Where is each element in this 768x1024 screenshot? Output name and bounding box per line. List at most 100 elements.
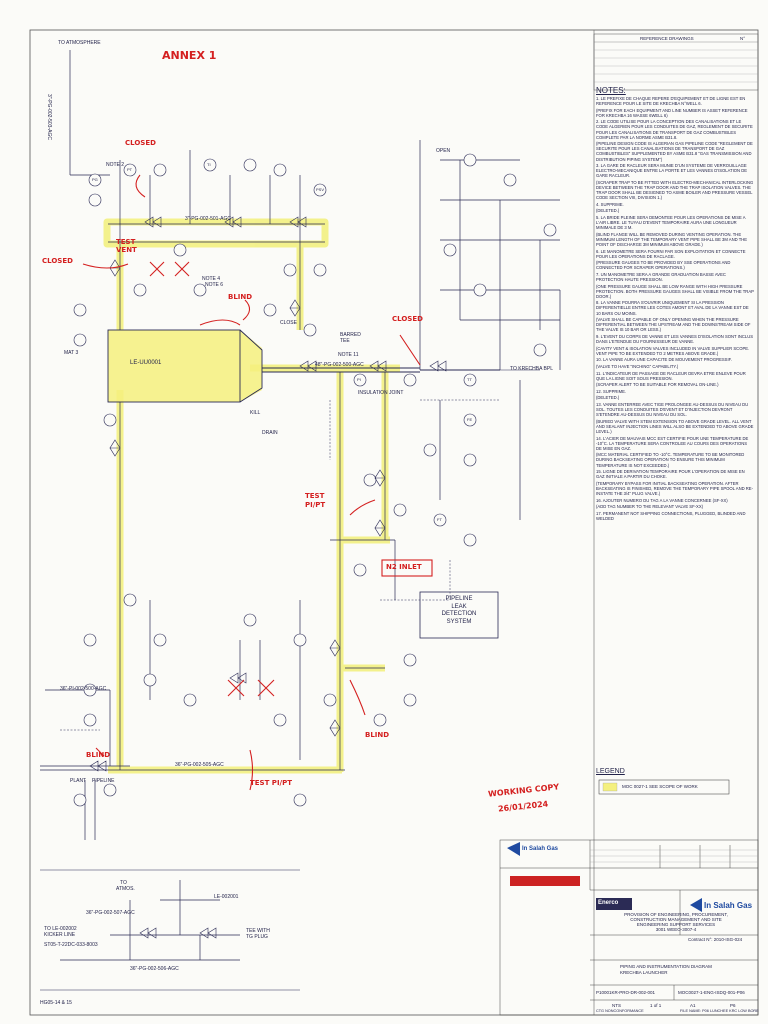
close-label: CLOSE <box>280 320 297 326</box>
title-block-frame <box>499 839 759 1016</box>
note-14: 14. L'ACIER DE MAUVAIS MCC EST CERTIFIE … <box>596 435 749 451</box>
kill-label: KILL <box>250 410 261 416</box>
detail-line-2: 36"-PG-002-506-AGC <box>130 966 179 972</box>
company-doc-no: MOC0027-1-ENG-ISDQ-001-P06 <box>678 990 745 995</box>
n2-inlet-annotation: N2 INLET <box>386 563 422 571</box>
note-3: 3. LA GARE DE RACLEUR SERA MUNIE D'UN SY… <box>596 163 748 179</box>
note-11: 11. L'INDICATEUR DE PASSAGE DE RACLEUR D… <box>596 370 746 381</box>
contract-line-1: PROVISION OF ENGINEERING, PROCUREMENT, <box>624 912 728 917</box>
instrument-bubbles <box>73 153 557 807</box>
note-16: 16. AJOUTER NUMERO DU TAG A LA VANNE CON… <box>596 497 728 503</box>
input-line-label: 36"-PI-002-500-AGC <box>60 686 107 692</box>
note-3-en: (SCRAPER TRAP TO BE FITTED WITH ELECTRO-… <box>596 179 754 201</box>
leak-detection-box <box>419 591 499 639</box>
note-5: 5. LA BRIDE PLEINE SERA DEMONTEE POUR LE… <box>596 214 746 231</box>
note-12: 12. SUPPRIME. <box>596 388 627 394</box>
note-2-en: (PIPELINE DESIGN CODE IS ALGERIAN GAS PI… <box>596 141 753 162</box>
contract-number: Contract N°: 2010-ISG-024 <box>688 937 743 942</box>
detail-line-1: 36"-PG-002-507-AGC <box>86 910 135 916</box>
barred-tee-label: BARRED TEE <box>340 332 361 344</box>
signal-lines <box>60 399 500 731</box>
rev-value: P6 <box>730 1003 736 1008</box>
client-logo-text: In Salah Gas <box>522 846 559 852</box>
note-5-en: (BLIND FLANGE WILL BE REMOVED DURING VEN… <box>596 231 748 247</box>
plant-label: PLANT <box>70 778 87 784</box>
leak-detection-line-2: LEAK <box>451 603 467 610</box>
note-4: 4. SUPPRIME. <box>596 201 624 207</box>
tag-pt: PT <box>127 167 133 172</box>
contract-line-4: 3001 WEEO-3007-4 <box>655 927 697 932</box>
sheet-border <box>29 29 759 1016</box>
legend-item: MOC 0027-1 SEE SCOPE OF WORK <box>622 784 698 789</box>
contractor-doc-no: P10001KR-PRO-DR-002-001 <box>596 990 656 995</box>
in-salah-gas-logo-mark <box>507 842 520 856</box>
line-bottom-label: 36"-PG-002-505-AGC <box>175 762 224 768</box>
reference-drawings-box <box>593 33 759 91</box>
valves <box>89 216 447 939</box>
contract-description: PROVISION OF ENGINEERING, PROCUREMENT, C… <box>594 912 758 932</box>
line-left-label: 3"-PG-002-503-AGC <box>46 94 52 140</box>
scale-value: NTS <box>612 1003 621 1008</box>
note-1: 1. LE PREFIXE DE CHAQUE REPERE D'EQUIPEM… <box>596 96 746 107</box>
legend-swatch <box>602 782 618 792</box>
note-6-label: NOTE 6 <box>205 282 224 288</box>
tag-ti: TI <box>207 162 211 167</box>
tag-tt: TT <box>467 377 472 382</box>
document-title-1: PIPING AND INSTRUMENTATION DIAGRAM <box>620 964 712 969</box>
detail-hg05: HG05-14 & 15 <box>40 1000 72 1006</box>
note-13: 13. VANNE ENTERREE AVEC TIGE PROLONGEE A… <box>596 401 749 418</box>
annex-title: ANNEX 1 <box>162 49 217 62</box>
open-label: OPEN <box>436 148 451 154</box>
isg-stamp-bar <box>510 876 580 886</box>
red-markup <box>82 174 433 791</box>
to-krechba-label: TO KRECHBA BPL <box>510 366 553 372</box>
tag-pi: PI <box>357 377 361 382</box>
note-2-label: NOTE 2 <box>106 162 125 168</box>
enerco-logo-block <box>596 898 632 910</box>
footer-left: CTG NONCONFORMANCE <box>596 1009 644 1013</box>
launcher-vessel <box>107 329 540 403</box>
note-16-en: (ADD TAG NUMBER TO THE RELEVANT VALVE SF… <box>596 504 704 510</box>
note-17: 17. PERMANENT NOT SHIPPING CONNECTIONS, … <box>596 510 746 521</box>
client-logo-text-2: In Salah Gas <box>704 901 753 910</box>
test-pi-pt-annotation-2: TEST PI/PT <box>250 779 293 787</box>
document-title-2: KRECHBA LAUNCHER <box>620 970 668 975</box>
contract-line-2: CONSTRUCTION MANAGEMENT AND SITE <box>630 917 722 922</box>
test-vent-annotation: TEST VENT <box>116 238 137 254</box>
detail-tee-label: TEE WITH TG PLUG <box>246 928 270 940</box>
reference-drawings-title: REFERENCE DRAWINGS <box>640 36 694 41</box>
note-9-en: (CAVITY VENT & ISOLATION VALVES INCLUDED… <box>596 345 750 356</box>
note-7-en: (ONE PRESSURE GAUGE SHALL BE LOW RANGE W… <box>596 283 754 299</box>
contractor-logo-text: Enerco <box>598 900 619 906</box>
note-6-en: (PRESSURE GAUGES TO BE PROVIDED BY SSE O… <box>596 260 731 271</box>
footer-right: FILE NAME: P06 LUNCHEE KRC LOW BORE <box>680 1009 759 1013</box>
note-11-en: (SCRAPER ALERT TO BE SUITABLE FOR REMOVA… <box>596 382 719 388</box>
note-2: 2. LE CODE UTILISE POUR LA CONCEPTION DE… <box>596 119 753 140</box>
sheet-value: 1 of 1 <box>650 1003 662 1008</box>
note-11-label: NOTE 11 <box>338 352 359 358</box>
note-4-label: NOTE 4 <box>202 276 221 282</box>
test-pi-pt-annotation-1: TEST PI/PT <box>305 492 326 509</box>
note-6: 6. LE MANOMETRE SERA FOURNI PAR SON EXPL… <box>596 248 746 259</box>
reference-no: N° <box>740 36 746 41</box>
detail-to-le: TO LE-002002 <box>44 926 77 932</box>
line-top-label: 3"-PG-002-501-AGC <box>185 216 231 222</box>
detail-to-label: TO <box>120 880 127 886</box>
leak-detection-line-4: SYSTEM <box>446 618 472 625</box>
detail-atmos-label: ATMOS. <box>116 886 135 892</box>
piping <box>40 50 561 991</box>
atmosphere-label: TO ATMOSPHERE <box>58 40 101 46</box>
revision-rows <box>590 849 758 863</box>
blind-annotation-3: BLIND <box>86 751 111 759</box>
note-10-en: (VALVE TO HAVE "INCHING" CAPABILITY.) <box>596 363 679 369</box>
note-12-en: (DELETED.) <box>596 395 620 401</box>
detail-kicker-line: KICKER LINE <box>44 932 76 938</box>
note-15: 15. LIGNE DE DERIVATION TEMPORAIRE POUR … <box>596 469 745 480</box>
notes-list: 1. LE PREFIXE DE CHAQUE REPERE D'EQUIPEM… <box>596 96 754 522</box>
pipeline-label: PIPELINE <box>92 778 115 784</box>
note-9: 9. L'EVENT DU CORPS DE VANNE ET LES VANN… <box>596 333 754 345</box>
note-13-en: (BURIED VALVE WITH STEM EXTENSION TO ABO… <box>596 418 754 434</box>
insulation-joint-label: INSULATION JOINT <box>358 390 404 396</box>
